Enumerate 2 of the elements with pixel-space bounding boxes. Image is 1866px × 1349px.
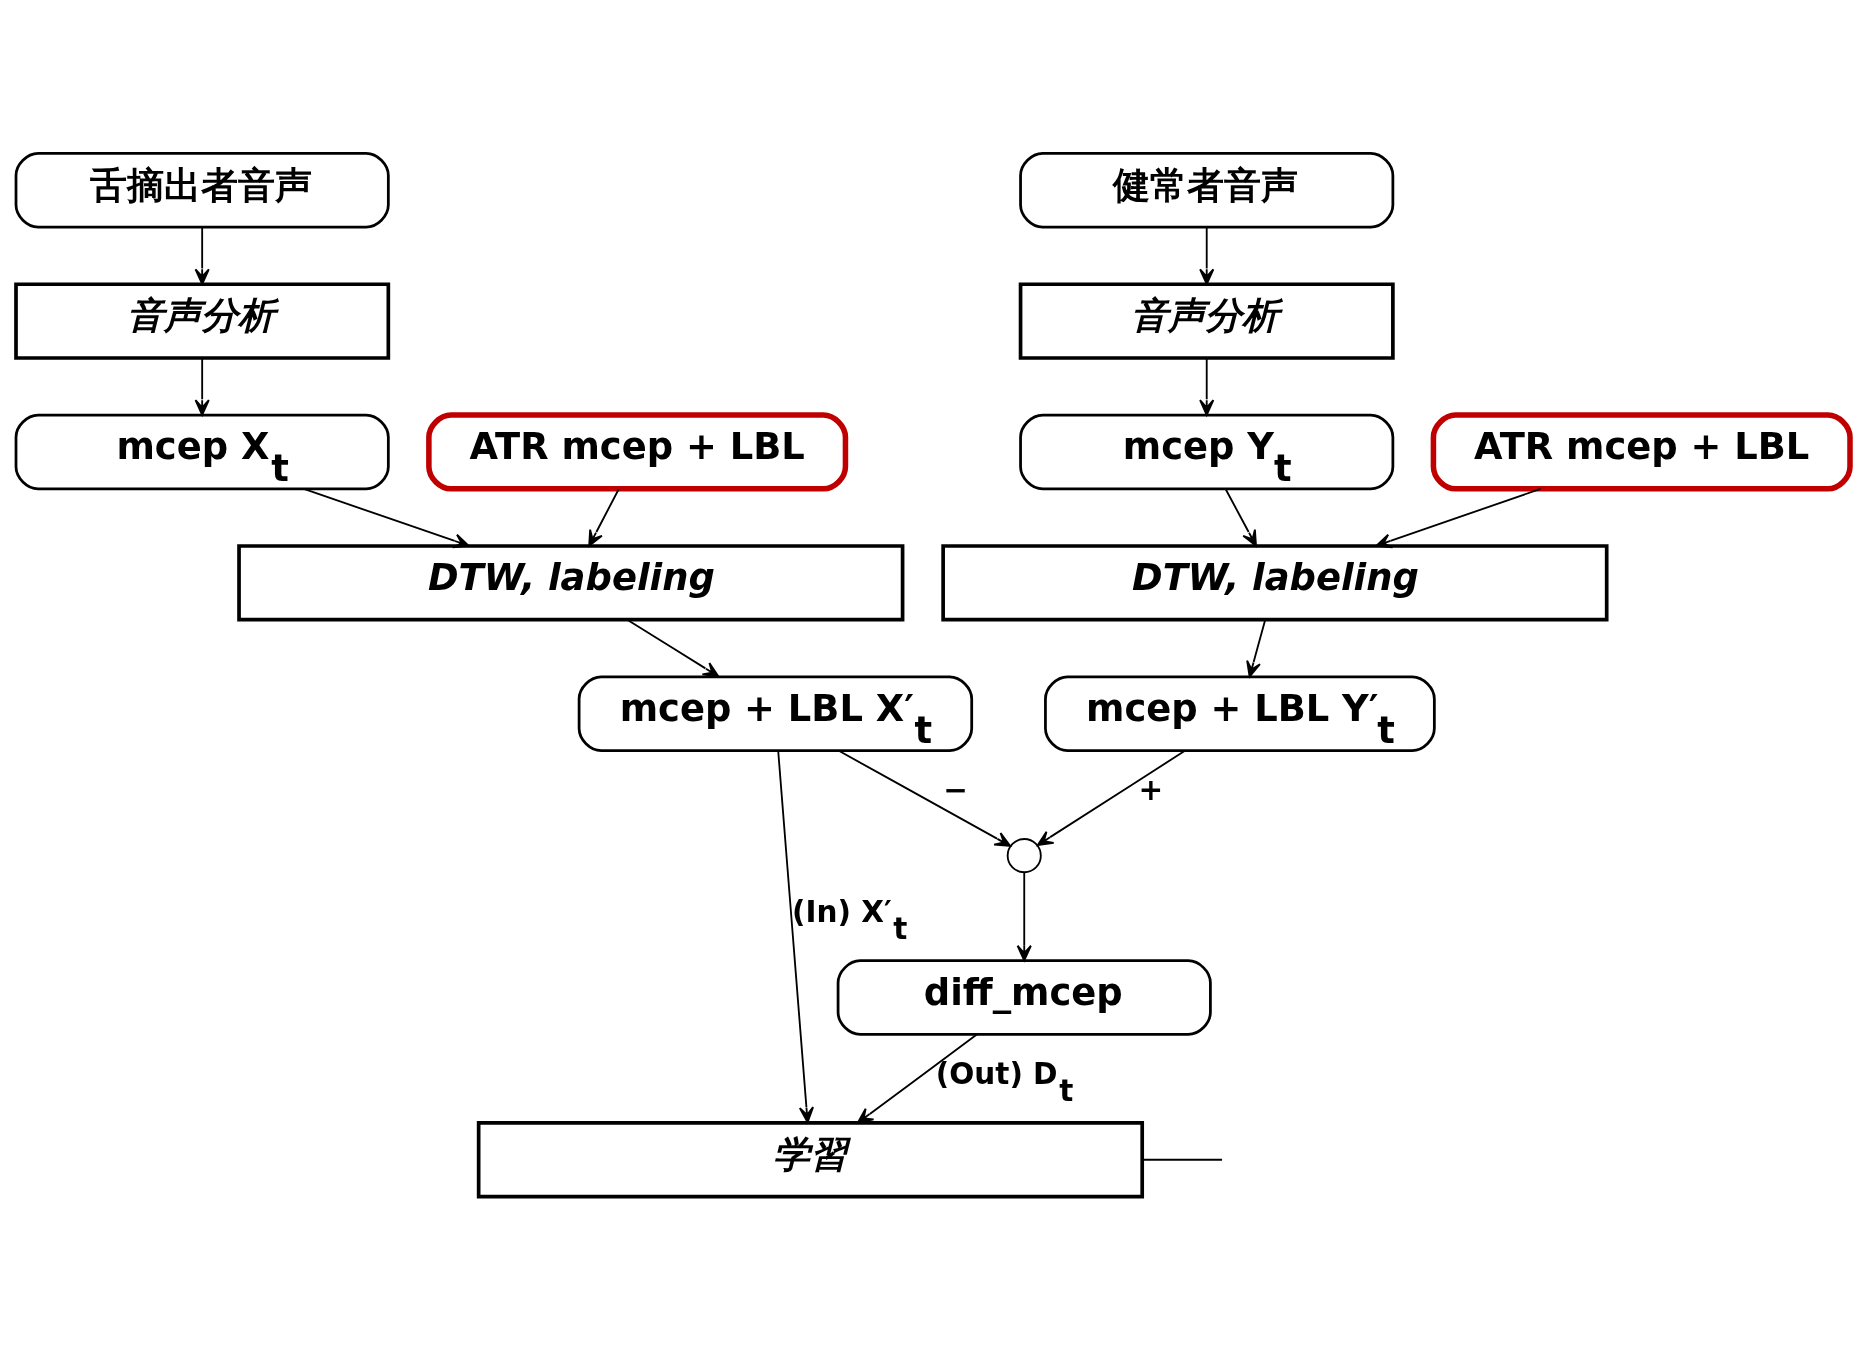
edge-label: + [1138, 772, 1164, 807]
edge-label: − [943, 772, 968, 807]
